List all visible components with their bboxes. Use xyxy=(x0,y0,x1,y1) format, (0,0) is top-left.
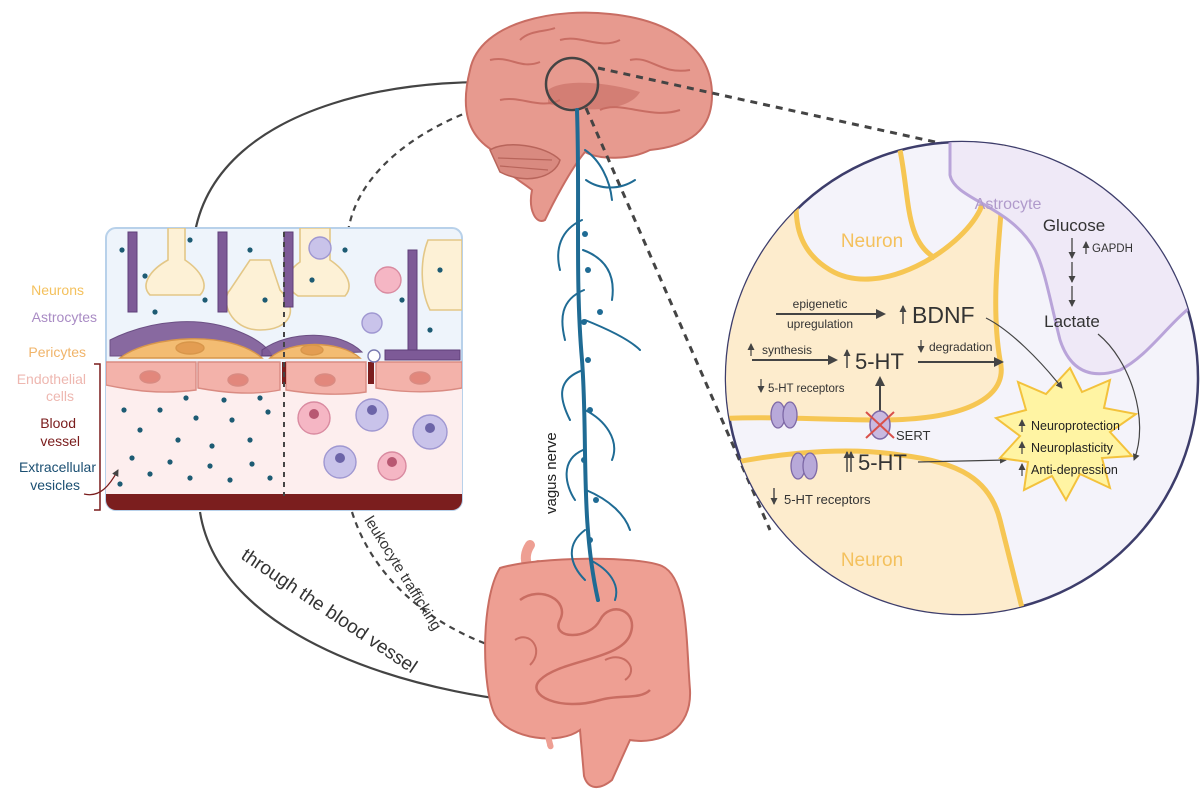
bdnf-outcome-arrow xyxy=(985,317,1063,389)
panel-leukocytes xyxy=(297,236,448,481)
panel-pericytes xyxy=(117,338,362,359)
legend-bracket xyxy=(94,363,101,511)
outcomes-list: Neuroprotection Neuroplasticity Anti-dep… xyxy=(1031,419,1120,477)
top-receptor xyxy=(770,401,798,429)
bottom-neuron-label: Neuron xyxy=(841,550,903,571)
receptors-top-label: 5-HT receptors xyxy=(768,383,845,395)
legend-blood-line2: vessel xyxy=(40,433,80,449)
glycolysis-arrows xyxy=(1068,238,1090,307)
synthesis-label: synthesis xyxy=(762,343,812,357)
vagus-nerve-label: vagus nerve xyxy=(543,432,560,514)
receptors-bottom-label: 5-HT receptors xyxy=(784,492,871,507)
legend-astrocytes: Astrocytes xyxy=(32,309,97,325)
serotonin-cleft-label: 5-HT xyxy=(858,450,907,475)
brain-zoom-ring xyxy=(544,56,600,112)
legend-blood-line1: Blood xyxy=(40,415,76,431)
outcome-neuroplasticity: Neuroplasticity xyxy=(1031,441,1114,455)
legend-vesicles-line2: vesicles xyxy=(30,477,80,493)
vagus-nerve-dots xyxy=(581,231,603,543)
sert-transporter xyxy=(865,410,895,440)
vagus-nerve xyxy=(557,108,641,602)
outcome-neuroprotection: Neuroprotection xyxy=(1031,419,1120,433)
outcome-starburst xyxy=(993,366,1139,503)
lactate-outcome-arrow xyxy=(1097,333,1141,461)
blood-brain-barrier-panel xyxy=(105,227,463,511)
gapdh-label: GAPDH xyxy=(1092,243,1133,255)
zoom-synapse-panel: Neuron Neuron Astrocyte Glucose GAPDH La… xyxy=(724,140,1200,616)
legend-vesicles-line1: Extracellular xyxy=(19,459,96,475)
astrocyte-label: Astrocyte xyxy=(975,196,1042,213)
legend-endothelial-line1: Endothelial xyxy=(17,371,86,387)
panel-neurons xyxy=(145,228,462,331)
lactate-label: Lactate xyxy=(1044,312,1100,331)
panel-endothelial-cells xyxy=(106,361,462,395)
glucose-label: Glucose xyxy=(1043,216,1105,235)
leukocyte-trafficking-label: leukocyte trafficking xyxy=(361,513,445,634)
serotonin-top-label: 5-HT xyxy=(855,349,904,374)
legend-vesicle-pointer xyxy=(83,469,119,496)
bottom-receptor xyxy=(790,452,818,480)
degradation-label: degradation xyxy=(929,340,992,354)
gut-illustration xyxy=(484,540,692,788)
top-neuron-label: Neuron xyxy=(841,231,903,252)
bdnf-label: BDNF xyxy=(912,302,975,328)
blood-vessel-wall xyxy=(106,494,462,510)
outcome-anti-depression: Anti-depression xyxy=(1031,463,1118,477)
upregulation-label: upregulation xyxy=(787,317,853,331)
epigenetic-label: epigenetic xyxy=(793,297,848,311)
serotonin-outcome-arrow xyxy=(917,456,1007,464)
legend-neurons: Neurons xyxy=(31,282,84,298)
sert-label: SERT xyxy=(896,428,930,443)
panel-extracellular-vesicles xyxy=(117,237,443,487)
brain-illustration xyxy=(464,11,714,222)
legend-pericytes: Pericytes xyxy=(28,344,86,360)
legend-endothelial-line2: cells xyxy=(46,388,74,404)
left-legend: Neurons Astrocytes Pericytes Endothelial… xyxy=(17,282,97,493)
